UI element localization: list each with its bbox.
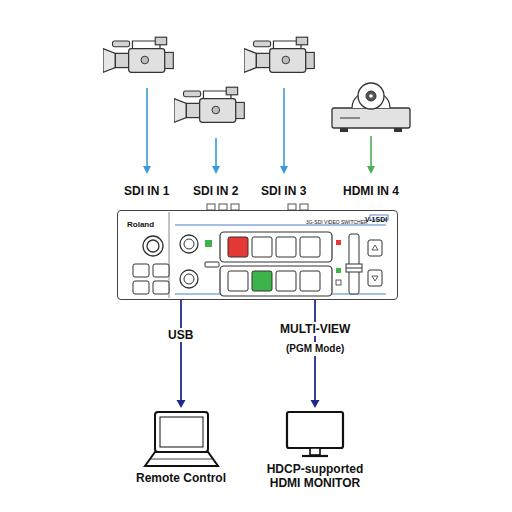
laptop [151, 459, 212, 460]
switcher-controls [346, 268, 362, 269]
switcher-controls [143, 236, 163, 256]
switcher-controls [300, 271, 320, 291]
switcher-controls [205, 262, 219, 267]
switcher-controls [368, 240, 382, 256]
input-arrows [367, 166, 375, 174]
camera-1 [103, 37, 173, 72]
disc-player [332, 108, 410, 128]
signal-arrow [177, 300, 186, 408]
port-label: HDMI IN 4 [341, 184, 401, 198]
switcher-controls [228, 237, 248, 257]
disc-player [366, 91, 376, 101]
input-arrows [143, 88, 375, 174]
laptop [145, 452, 218, 466]
switcher-controls [346, 264, 362, 272]
switcher-controls [180, 270, 198, 288]
switcher-controls [336, 240, 341, 245]
port-label: SDI IN 1 [122, 184, 171, 198]
switcher-controls [184, 274, 194, 284]
switcher-controls [153, 281, 169, 294]
switcher-controls [153, 264, 169, 277]
switcher-controls [133, 264, 149, 277]
switcher-controls [276, 271, 296, 291]
monitor-node: HDCP-supported HDMI MONITOR [255, 410, 375, 500]
input-arrows [146, 88, 148, 168]
edge-label: USB [166, 328, 195, 342]
disc-player [340, 128, 348, 132]
monitor [310, 448, 320, 455]
arrow-line [180, 300, 182, 402]
switcher-controls [336, 280, 341, 285]
disc-player [340, 118, 360, 119]
laptop-node: Remote Control [126, 410, 236, 488]
model-caption: 3G-SDI VIDEO SWITCHER [306, 219, 366, 225]
switcher-controls [147, 240, 159, 252]
model-name: V-1SDI [365, 216, 395, 224]
port-label: SDI IN 2 [191, 184, 240, 198]
brand-logo: Roland [127, 220, 167, 230]
camera-2 [174, 87, 244, 122]
edge-label: MULTI-VIEW [278, 322, 352, 336]
switcher-controls [372, 245, 378, 250]
laptop [145, 412, 218, 466]
disc-player [394, 128, 402, 132]
camera-1 [103, 37, 173, 72]
disc-player [332, 83, 410, 132]
arrow-head [177, 400, 186, 408]
laptop [160, 417, 203, 447]
switcher-controls [228, 271, 248, 291]
laptop [155, 412, 208, 452]
input-arrows [370, 136, 372, 168]
arrow-head [311, 400, 320, 408]
monitor [287, 412, 343, 456]
input-arrows [283, 88, 285, 168]
disc-player [369, 94, 373, 98]
switcher-controls [205, 240, 212, 247]
monitor [287, 412, 343, 448]
node-label: HDCP-supported HDMI MONITOR [255, 462, 375, 490]
switcher-controls [336, 268, 341, 273]
camera-3 [244, 37, 314, 72]
camera-3 [244, 37, 314, 72]
switcher-controls [133, 204, 388, 298]
switcher-controls [180, 235, 198, 253]
disc-player [358, 83, 384, 109]
input-arrows [143, 166, 151, 174]
switcher-controls [220, 232, 332, 262]
switcher-controls [372, 276, 378, 281]
switcher-controls [220, 266, 332, 296]
port-label: SDI IN 3 [259, 184, 308, 198]
switcher-controls [368, 270, 382, 286]
switcher-controls [133, 281, 149, 294]
switcher-controls [300, 237, 320, 257]
port-label: (PGM Mode) [284, 342, 346, 356]
switcher-controls [276, 237, 296, 257]
switcher-controls [252, 237, 272, 257]
switcher-controls [252, 271, 272, 291]
input-arrows [212, 166, 220, 174]
monitor [302, 455, 328, 457]
input-arrows [215, 138, 217, 168]
switcher-box: Roland 3G-SDI VIDEO SWITCHERV-1SDI [117, 210, 398, 300]
node-label: Remote Control [126, 471, 236, 485]
camera-2 [174, 87, 244, 122]
input-arrows [280, 166, 288, 174]
switcher-controls [184, 239, 194, 249]
